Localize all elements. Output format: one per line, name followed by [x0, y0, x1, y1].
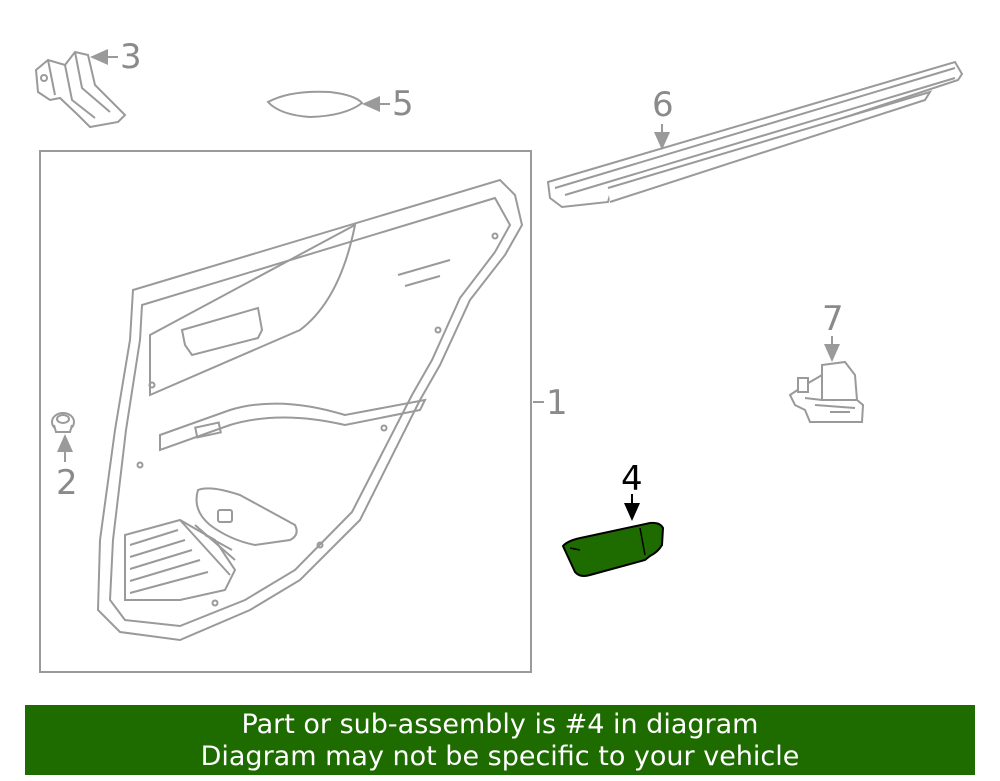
- part-1-door-trim-panel[interactable]: [96, 178, 524, 642]
- part-5-seal[interactable]: [266, 90, 364, 119]
- parts-diagram: 3 5 6 1 2: [34, 37, 964, 673]
- part-3-bracket[interactable]: [34, 50, 127, 129]
- part-4-armrest-pad[interactable]: [561, 521, 665, 577]
- part-2-clip[interactable]: [51, 412, 75, 433]
- callout-7: 7: [822, 299, 844, 339]
- callout-2: 2: [56, 463, 78, 503]
- part-4-armrest-detail: [569, 527, 646, 556]
- part-1-box: [39, 150, 532, 673]
- info-banner: Part or sub-assembly is #4 in diagram Di…: [25, 705, 975, 775]
- callout-1: 1: [546, 383, 568, 423]
- banner-line-2: Diagram may not be specific to your vehi…: [200, 741, 800, 772]
- part-7-switch-base[interactable]: [788, 360, 865, 423]
- callout-6: 6: [652, 85, 674, 125]
- callout-5: 5: [392, 84, 414, 124]
- part-6-weatherstrip[interactable]: [546, 60, 964, 209]
- banner-line-1: Part or sub-assembly is #4 in diagram: [241, 709, 759, 740]
- callout-3: 3: [120, 37, 142, 77]
- callout-4: 4: [621, 459, 643, 499]
